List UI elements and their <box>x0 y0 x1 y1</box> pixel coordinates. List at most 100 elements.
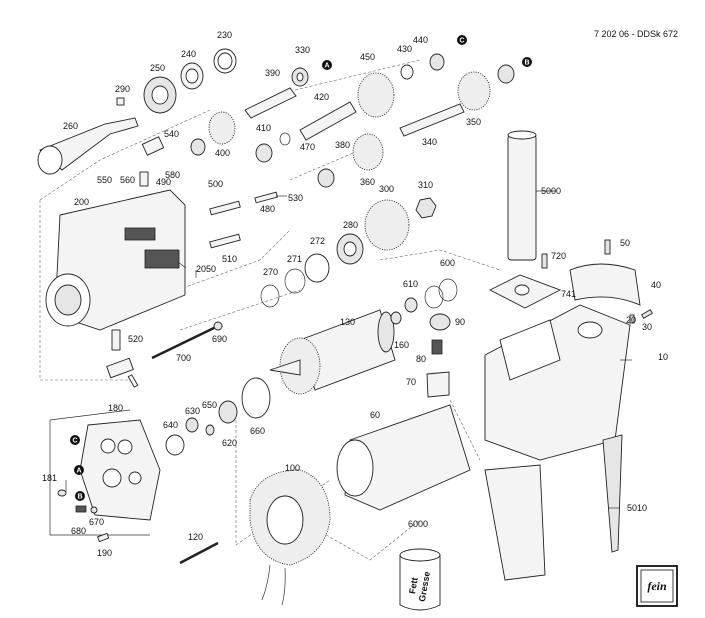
shaft-390 <box>244 87 297 119</box>
part-label: 310 <box>418 180 433 190</box>
part-label: 60 <box>370 410 380 420</box>
part-label: 480 <box>260 204 275 214</box>
part-labels: 10 20 30 40 50 60 70 80 90 100 120 130 1… <box>42 30 668 558</box>
reference-markers: A B C C A B <box>70 35 532 501</box>
brush-cap-90 <box>429 313 451 331</box>
part-label: 260 <box>63 121 78 131</box>
part-label: 490 <box>156 177 171 187</box>
shaft-340 <box>399 103 465 137</box>
part-label: 290 <box>115 84 130 94</box>
part-label: 20 <box>626 315 636 325</box>
part-label: 500 <box>208 179 223 189</box>
part-label: 130 <box>340 317 355 327</box>
side-handle-5000 <box>507 134 537 261</box>
grip-lower <box>484 464 546 581</box>
part-label: 741 <box>561 289 576 299</box>
part-label: 100 <box>285 463 300 473</box>
part-label: 410 <box>256 123 271 133</box>
spindle-end-260 <box>37 145 63 175</box>
leader-lines <box>65 190 632 509</box>
document-reference: 7 202 06 - DDSk 672 <box>594 29 678 39</box>
part-label: 70 <box>406 377 416 387</box>
part-label: 181 <box>42 473 57 483</box>
bearing-410a <box>255 143 273 163</box>
marker-c: C <box>72 438 77 445</box>
part-label: 272 <box>310 236 325 246</box>
cover-40 <box>569 263 641 306</box>
part-label: 250 <box>150 63 165 73</box>
switch-2050 <box>144 249 180 269</box>
part-label: 690 <box>212 334 227 344</box>
part-label: 680 <box>71 526 86 536</box>
part-label: 430 <box>397 44 412 54</box>
part-label: 271 <box>287 254 302 264</box>
part-label: 270 <box>263 267 278 277</box>
brush-holder-70 <box>426 371 450 398</box>
part-label: 50 <box>620 238 630 248</box>
part-label: 580 <box>165 170 180 180</box>
part-label: 230 <box>217 30 232 40</box>
part-label: 520 <box>128 334 143 344</box>
part-label: 190 <box>97 548 112 558</box>
part-label: 540 <box>164 129 179 139</box>
part-label: 670 <box>89 517 104 527</box>
part-label: 630 <box>185 406 200 416</box>
part-label: 550 <box>97 175 112 185</box>
part-label: 720 <box>551 251 566 261</box>
part-drawings <box>37 48 653 611</box>
part-label: 620 <box>222 438 237 448</box>
part-label: 400 <box>215 148 230 158</box>
part-label: 360 <box>360 177 375 187</box>
marker-b: B <box>77 494 82 501</box>
part-label: 80 <box>416 354 426 364</box>
end-plate-180 <box>79 419 161 521</box>
part-label: 450 <box>360 52 375 62</box>
part-label: 470 <box>300 142 315 152</box>
circlip-470 <box>279 132 291 146</box>
marker-a: A <box>324 63 329 70</box>
assembly-guide-lines <box>39 59 501 561</box>
part-label: 300 <box>379 184 394 194</box>
part-label: 650 <box>202 400 217 410</box>
wedge-tool-5010 <box>602 434 623 553</box>
part-label: 2050 <box>196 264 216 274</box>
marker-a: A <box>76 468 81 475</box>
part-label: 200 <box>74 197 89 207</box>
marker-b: B <box>524 60 529 67</box>
gear-400 <box>208 111 236 145</box>
part-label: 180 <box>108 403 123 413</box>
part-label: 660 <box>250 426 265 436</box>
grease-label-1: Fett <box>407 577 420 595</box>
gear-450 <box>357 72 395 118</box>
part-label: 420 <box>314 92 329 102</box>
part-label: 380 <box>335 140 350 150</box>
main-housing-10 <box>484 304 631 461</box>
part-label: 510 <box>222 254 237 264</box>
part-label: 600 <box>440 258 455 268</box>
logo-text: fein <box>647 579 667 593</box>
part-label: 350 <box>466 117 481 127</box>
part-label: 10 <box>658 352 668 362</box>
part-label: 340 <box>422 137 437 147</box>
part-label: 280 <box>343 220 358 230</box>
gear-350 <box>457 71 491 111</box>
part-label: 390 <box>265 68 280 78</box>
part-label: 440 <box>413 35 428 45</box>
nut-310 <box>415 197 437 219</box>
brush-80 <box>431 339 443 355</box>
part-label: 5010 <box>627 503 647 513</box>
pinion-shaft-420 <box>299 101 357 141</box>
part-label: 30 <box>642 322 652 332</box>
part-label: 640 <box>163 420 178 430</box>
key-290 <box>116 97 125 106</box>
part-label: 6000 <box>408 519 428 529</box>
part-label: 530 <box>288 193 303 203</box>
fein-logo: fein <box>636 565 678 607</box>
part-label: 120 <box>188 532 203 542</box>
part-label: 90 <box>455 317 465 327</box>
part-label: 560 <box>120 175 135 185</box>
part-label: 160 <box>394 340 409 350</box>
part-label: 240 <box>181 49 196 59</box>
spindle-sleeve-260 <box>39 117 139 171</box>
